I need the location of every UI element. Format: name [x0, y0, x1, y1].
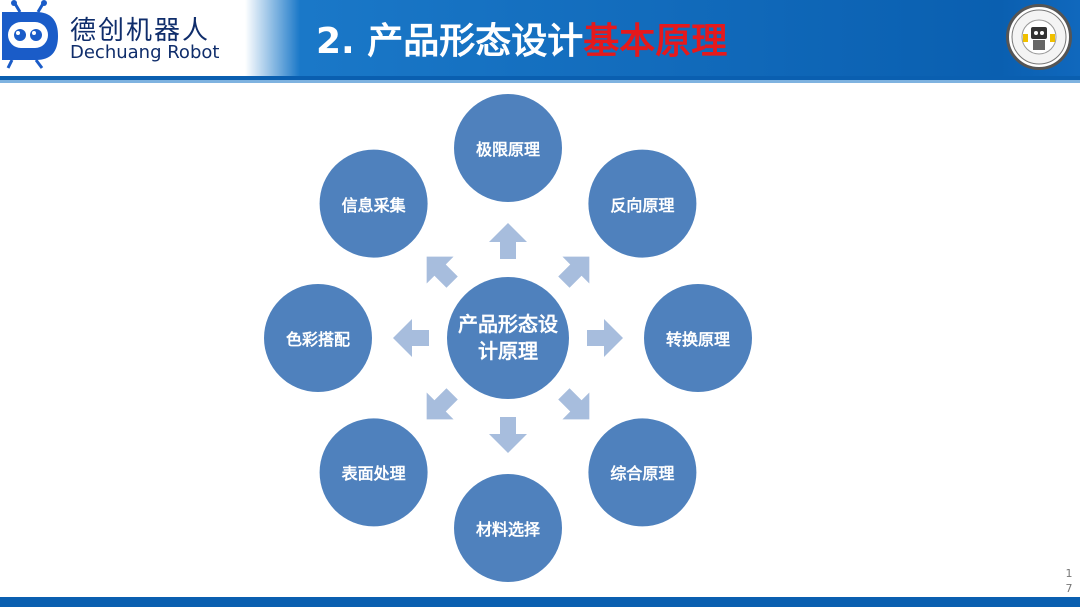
node-label-top-right: 反向原理: [610, 195, 675, 215]
arrow-right: [587, 319, 623, 357]
center-label: 产品形态设计原理: [458, 312, 558, 363]
arrow-top-right: [558, 256, 590, 288]
node-circle-bottom: [454, 474, 562, 582]
arrow-top-left: [426, 256, 458, 288]
arrow-bottom: [489, 417, 527, 453]
node-circle-top-right: [588, 149, 697, 258]
arrow-left: [393, 319, 429, 357]
header-bar: [0, 0, 1080, 76]
title-accent: 基本原理: [583, 21, 728, 62]
node-label-bottom: 材料选择: [475, 520, 540, 539]
page-number: 17: [1065, 567, 1073, 595]
arrow-top: [489, 223, 527, 259]
arrow-bottom-left: [426, 388, 458, 420]
node-label-bottom-right: 综合原理: [610, 464, 675, 484]
node-circle-left: [264, 284, 372, 392]
logo-text-cn: 德创机器人: [70, 16, 211, 46]
node-circle-top: [454, 94, 562, 202]
header-rule-light: [0, 80, 1080, 83]
node-circle-bottom-left: [319, 418, 428, 527]
node-circle-right: [644, 284, 752, 392]
node-label-top-left: 信息采集: [341, 195, 406, 215]
page-title: 2. 产品形态设计基本原理: [316, 12, 727, 64]
node-circle-top-left: [319, 149, 428, 258]
title-main: 2. 产品形态设计: [316, 21, 584, 62]
node-label-right: 转换原理: [665, 330, 730, 349]
node-label-top: 极限原理: [475, 140, 540, 159]
logo-text-en: Dechuang Robot: [70, 42, 220, 63]
footer-bar: [0, 597, 1080, 607]
robot-logo-icon: [2, 0, 58, 69]
header-rule: [0, 76, 1080, 80]
center-circle: [447, 277, 569, 399]
arrow-bottom-right: [558, 388, 590, 420]
node-label-left: 色彩搭配: [285, 330, 350, 349]
node-circle-bottom-right: [588, 418, 697, 527]
seal-badge-icon: [1006, 4, 1072, 70]
node-label-bottom-left: 表面处理: [341, 464, 406, 484]
